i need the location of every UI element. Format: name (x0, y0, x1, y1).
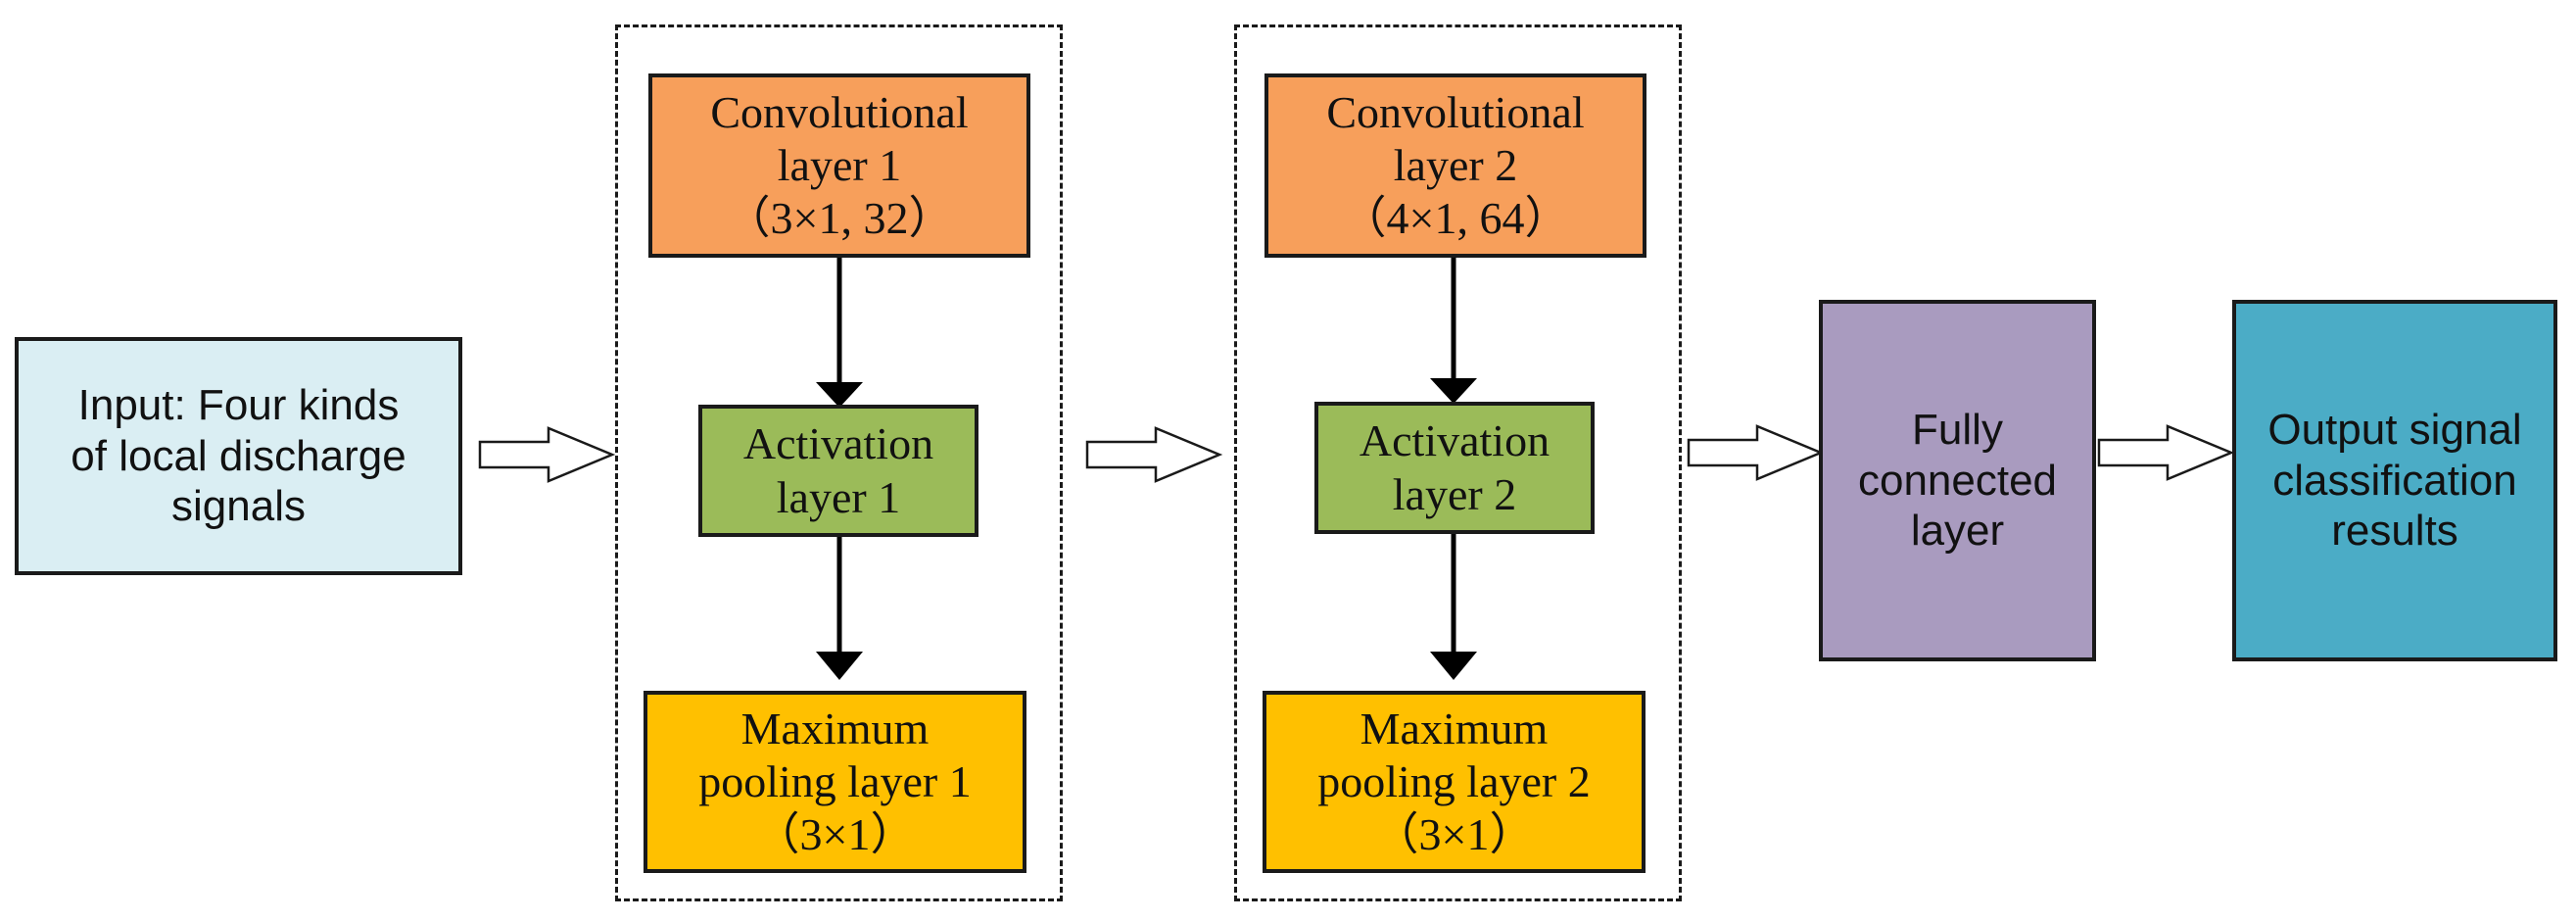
pooling-layer-2-line-1: Maximum (1360, 703, 1549, 753)
output-results-box: Output signal classification results (2232, 300, 2557, 661)
activation-layer-1-box: Activation layer 1 (698, 405, 978, 537)
conv-layer-2-line-2: layer 2 (1393, 139, 1518, 190)
pooling-layer-1-line-3: （3×1） (754, 809, 916, 860)
conv-layer-2-box: Convolutional layer 2 （4×1, 64） (1264, 73, 1646, 258)
output-line-2: classification (2272, 456, 2517, 505)
fully-connected-line-1: Fully (1912, 405, 2003, 454)
conv-layer-1-box: Convolutional layer 1 （3×1, 32） (648, 73, 1030, 258)
input-line-1: Input: Four kinds (77, 380, 400, 429)
output-line-1: Output signal (2267, 405, 2522, 454)
pooling-layer-2-line-2: pooling layer 2 (1317, 755, 1591, 806)
input-line-2: of local discharge (71, 431, 406, 480)
arrowhead-act2-to-pool2 (1430, 652, 1477, 680)
output-line-3: results (2331, 507, 2458, 556)
activation-layer-2-line-2: layer 2 (1392, 468, 1517, 519)
arrowhead-conv1-to-act1 (816, 382, 863, 408)
activation-layer-2-line-1: Activation (1359, 415, 1550, 466)
conv-layer-2-line-1: Convolutional (1326, 86, 1585, 137)
conv-layer-2-line-3: （4×1, 64） (1341, 193, 1570, 244)
conv-layer-1-line-1: Convolutional (710, 86, 969, 137)
input-box: Input: Four kinds of local discharge sig… (15, 337, 462, 575)
activation-layer-1-line-2: layer 1 (776, 471, 901, 522)
hollow-arrow-block2-to-fc (1687, 424, 1825, 481)
conv-block-2-group (1234, 24, 1682, 901)
fully-connected-line-3: layer (1910, 507, 2005, 556)
arrowhead-conv2-to-act2 (1430, 378, 1477, 404)
input-line-3: signals (171, 482, 306, 531)
pooling-layer-2-box: Maximum pooling layer 2 （3×1） (1263, 691, 1646, 873)
hollow-arrow-block1-to-block2 (1085, 426, 1223, 483)
hollow-arrow-input-to-block1 (478, 426, 616, 483)
pooling-layer-1-box: Maximum pooling layer 1 （3×1） (644, 691, 1026, 873)
activation-layer-2-box: Activation layer 2 (1314, 402, 1595, 534)
conv-layer-1-line-2: layer 1 (777, 139, 902, 190)
arrowhead-act1-to-pool1 (816, 652, 863, 680)
activation-layer-1-line-1: Activation (742, 418, 934, 469)
fully-connected-line-2: connected (1857, 456, 2058, 505)
hollow-arrow-fc-to-output (2097, 424, 2235, 481)
pooling-layer-1-line-2: pooling layer 1 (698, 755, 972, 806)
conv-block-1-group (615, 24, 1063, 901)
fully-connected-layer-box: Fully connected layer (1819, 300, 2096, 661)
pooling-layer-2-line-3: （3×1） (1373, 809, 1535, 860)
pooling-layer-1-line-1: Maximum (740, 703, 930, 753)
conv-layer-1-line-3: （3×1, 32） (725, 193, 954, 244)
